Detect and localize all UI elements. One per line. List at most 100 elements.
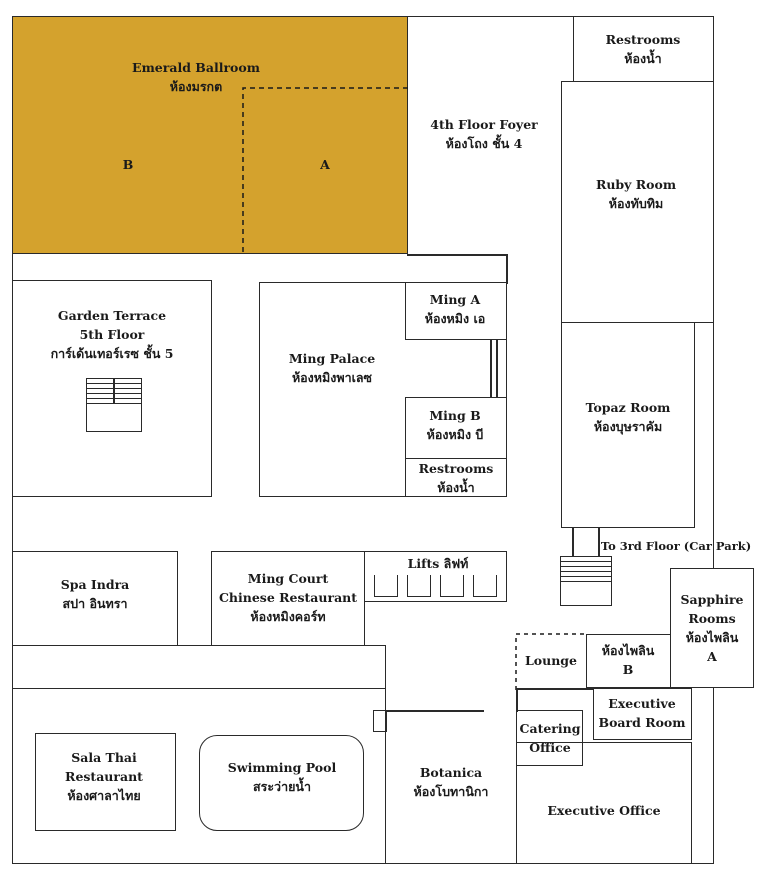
topaz-room[interactable] (561, 322, 695, 528)
sala-thai-restaurant[interactable] (35, 733, 176, 831)
ming-a-name: Ming A (429, 292, 481, 307)
restrooms-mid-label: Restrooms ห้องน้ำ (419, 459, 494, 497)
sapphire-rooms-thai: ห้องไพลิน (685, 630, 739, 645)
swimming-pool-thai: สระว่ายน้ำ (253, 779, 311, 794)
ming-palace-thai: ห้องหมิงพาเลซ (291, 370, 373, 385)
foyer-label: 4th Floor Foyer ห้องโถง ชั้น 4 (430, 115, 537, 153)
sala-thai-thai: ห้องศาลาไทย (67, 788, 141, 803)
ruby-room[interactable] (561, 81, 714, 323)
lifts-area[interactable] (364, 551, 507, 602)
ming-court-name: Ming Court (247, 571, 329, 586)
lift-2[interactable] (407, 575, 431, 597)
car-park-label: To 3rd Floor (Car Park) (600, 539, 752, 553)
emerald-ballroom-thai: ห้องมรกต (169, 79, 223, 94)
ruby-room-label: Ruby Room ห้องทับทิม (596, 175, 676, 213)
swimming-pool[interactable] (199, 735, 364, 831)
car-park-corridor-right (598, 528, 600, 558)
foyer-thai: ห้องโถง ชั้น 4 (445, 136, 523, 151)
exec-wall-upper (516, 688, 518, 712)
ming-b-label: Ming B ห้องหมิง บี (427, 406, 484, 444)
garden-terrace-label: Garden Terrace 5th Floor การ์เด้นเทอร์เร… (51, 306, 174, 363)
ruby-room-name: Ruby Room (595, 177, 677, 192)
corridor-strip (12, 645, 386, 689)
swimming-pool-label: Swimming Pool สระว่ายน้ำ (228, 758, 336, 796)
executive-office[interactable] (516, 742, 692, 864)
lounge-label: Lounge (525, 653, 577, 668)
sapphire-rooms-line2: Rooms (688, 611, 736, 626)
ming-court[interactable] (211, 551, 365, 646)
executive-office-name: Executive Office (547, 803, 661, 818)
garden-terrace-floor: 5th Floor (79, 327, 145, 342)
ming-palace-name: Ming Palace (288, 351, 376, 366)
restrooms-top-label: Restrooms ห้องน้ำ (606, 30, 681, 68)
spa-indra[interactable] (12, 551, 178, 646)
swimming-pool-name: Swimming Pool (227, 760, 337, 775)
sapphire-rooms-name: Sapphire (680, 592, 744, 607)
ruby-room-thai: ห้องทับทิม (608, 196, 664, 211)
sapphire-rooms-section: A (707, 649, 717, 664)
ming-b-name: Ming B (429, 408, 481, 423)
lifts-label: Lifts ลิฟท์ (407, 556, 469, 571)
emerald-ballroom-name: Emerald Ballroom (132, 60, 260, 75)
car-park-stairs[interactable] (560, 556, 612, 606)
ming-a-room[interactable] (405, 282, 507, 340)
botanica-label: Botanica ห้องโบทานิกา (414, 763, 489, 801)
executive-office-label: Executive Office (547, 801, 660, 820)
lift-4[interactable] (473, 575, 497, 597)
botanica-name: Botanica (419, 765, 483, 780)
ming-court-label: Ming Court Chinese Restaurant ห้องหมิงคอ… (219, 569, 357, 626)
ming-court-line2: Chinese Restaurant (218, 590, 358, 605)
restrooms-top[interactable] (573, 16, 714, 82)
catering-office-label: Catering Office (520, 719, 581, 757)
spa-indra-thai: สปา อินทรา (62, 596, 128, 611)
restrooms-mid[interactable] (405, 458, 507, 497)
corridor-wall-top (407, 254, 507, 256)
emerald-section-a: A (320, 157, 330, 172)
topaz-room-label: Topaz Room ห้องบุษราคัม (586, 398, 671, 436)
spa-indra-name: Spa Indra (60, 577, 130, 592)
restrooms-mid-thai: ห้องน้ำ (437, 480, 475, 495)
sala-thai-line2: Restaurant (65, 769, 143, 784)
executive-board-line2: Board Room (598, 715, 686, 730)
executive-board-label: Executive Board Room (599, 694, 686, 732)
ming-a-label: Ming A ห้องหมิง เอ (425, 290, 486, 328)
lift-3[interactable] (440, 575, 464, 597)
ming-b-thai: ห้องหมิง บี (426, 427, 484, 442)
spa-indra-label: Spa Indra สปา อินทรา (61, 575, 130, 613)
garden-terrace-name: Garden Terrace (57, 308, 167, 323)
sapphire-rooms-label: Sapphire Rooms ห้องไพลิน A (681, 590, 744, 666)
botanica-thai: ห้องโบทานิกา (413, 784, 489, 799)
car-park-corridor-left (572, 528, 574, 558)
ming-court-thai: ห้องหมิงคอร์ท (250, 609, 326, 624)
emerald-ballroom-label: Emerald Ballroom ห้องมรกต (132, 58, 260, 96)
topaz-room-name: Topaz Room (585, 400, 671, 415)
catering-office-name: Catering (519, 721, 581, 736)
catering-office-line2: Office (529, 740, 571, 755)
sala-thai-name: Sala Thai (71, 750, 137, 765)
pool-deck (12, 688, 386, 864)
executive-board-name: Executive (608, 696, 676, 711)
emerald-ballroom[interactable] (12, 16, 408, 254)
catering-office[interactable] (516, 710, 583, 766)
lift-1[interactable] (374, 575, 398, 597)
sapphire-rooms[interactable] (670, 568, 754, 688)
restrooms-mid-name: Restrooms (418, 461, 494, 476)
topaz-room-thai: ห้องบุษราคัม (593, 419, 663, 434)
emerald-section-b: B (122, 157, 134, 172)
exec-wall-top (516, 688, 594, 690)
garden-terrace-thai: การ์เด้นเทอร์เรซ ชั้น 5 (50, 346, 174, 361)
corridor-wall-right (506, 254, 508, 284)
ming-a-thai: ห้องหมิง เอ (424, 311, 486, 326)
executive-board-room[interactable] (593, 688, 692, 740)
sapphire-b-thai: ห้องไพลิน (601, 643, 655, 658)
restrooms-top-name: Restrooms (605, 32, 681, 47)
sala-thai-label: Sala Thai Restaurant ห้องศาลาไทย (65, 748, 143, 805)
sapphire-b-room[interactable] (586, 634, 671, 688)
ming-partition-1 (490, 340, 492, 398)
ming-b-room[interactable] (405, 397, 507, 459)
restrooms-top-thai: ห้องน้ำ (624, 51, 662, 66)
corridor-door (373, 710, 387, 732)
foyer-name: 4th Floor Foyer (430, 117, 538, 132)
